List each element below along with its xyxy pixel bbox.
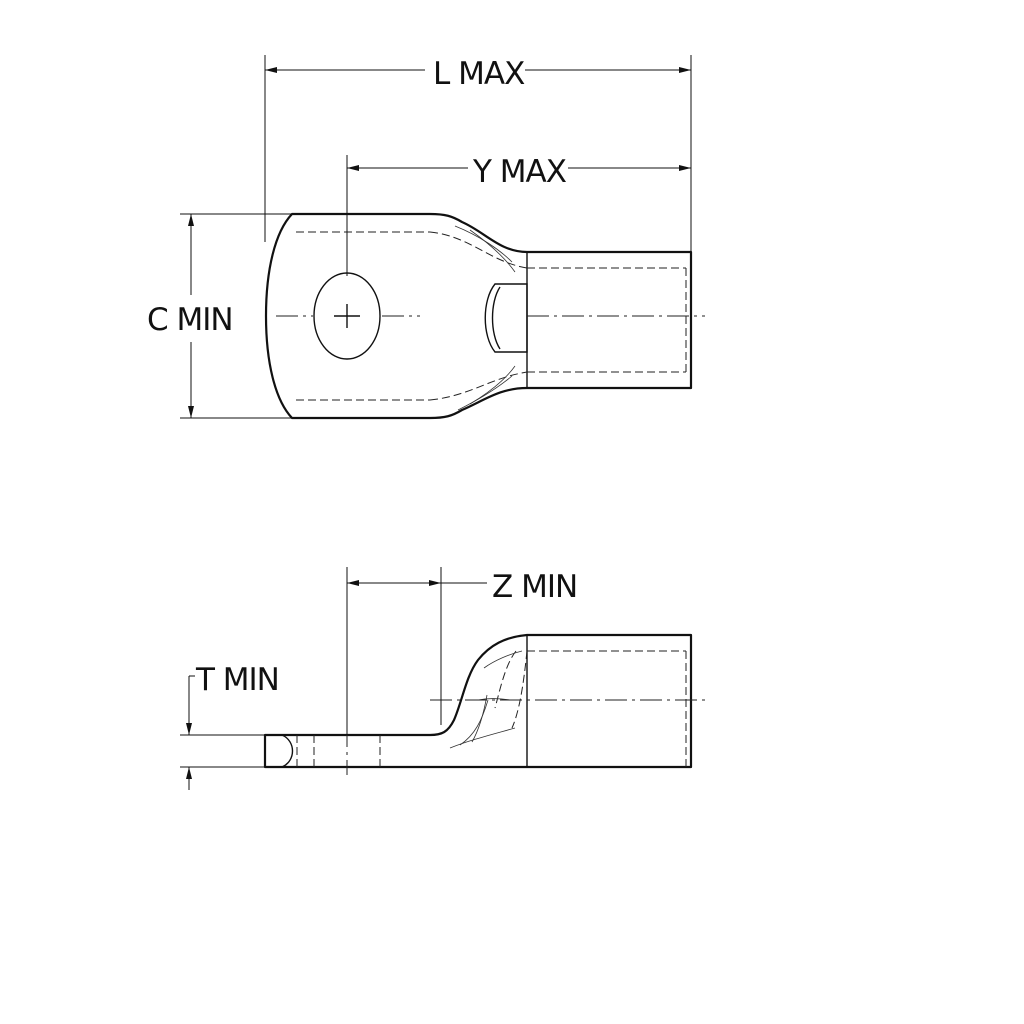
hidden-line — [429, 371, 528, 401]
side-view-outline — [263, 633, 693, 769]
hidden-line — [429, 231, 528, 269]
transition-shading — [483, 650, 523, 669]
transition-shading — [471, 694, 488, 743]
inspection-window-edge — [491, 286, 501, 350]
y-max-dimension: Y MAX — [346, 154, 691, 276]
c-min-label: C MIN — [147, 302, 233, 338]
arrowhead — [679, 67, 691, 73]
arrowhead — [679, 165, 691, 171]
arrowhead — [186, 767, 192, 779]
arrowhead — [188, 406, 194, 418]
l-max-label: L MAX — [433, 56, 525, 92]
inspection-window — [484, 283, 528, 353]
l-max-dimension: L MAX — [264, 55, 692, 252]
c-min-dimension: C MIN — [147, 213, 292, 419]
transition-shading — [449, 727, 516, 749]
t-min-label: T MIN — [195, 662, 279, 698]
side-view — [263, 633, 705, 775]
arrowhead — [265, 67, 277, 73]
transition-shading — [454, 225, 513, 263]
z-min-label: Z MIN — [492, 569, 577, 605]
top-view-outline — [264, 212, 693, 420]
arrowhead — [347, 165, 359, 171]
t-min-dimension: T MIN — [180, 662, 280, 790]
z-min-dimension: Z MIN — [346, 567, 578, 735]
y-max-label: Y MAX — [472, 154, 567, 190]
transition-shading — [469, 365, 516, 405]
top-view — [264, 212, 705, 420]
hidden-line — [494, 650, 517, 709]
transition-shading — [469, 229, 516, 273]
transition-shading — [457, 375, 513, 411]
hidden-line — [511, 650, 528, 729]
arrowhead — [186, 723, 192, 735]
arrowhead — [429, 580, 441, 586]
arrowhead — [188, 214, 194, 226]
arrowhead — [347, 580, 359, 586]
transition-shading — [459, 699, 489, 746]
tongue-end — [281, 734, 294, 768]
